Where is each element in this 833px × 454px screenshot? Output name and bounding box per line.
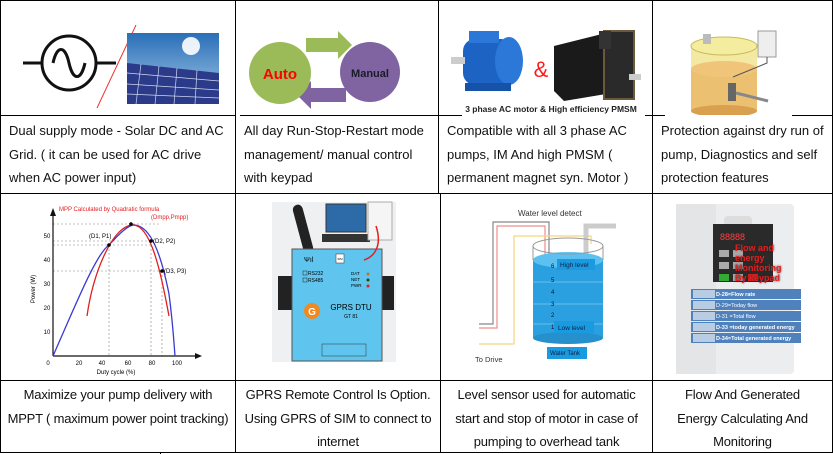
to-drive-label: To Drive: [475, 355, 503, 364]
feature-caption: Dual supply mode - Solar DC and AC Grid.…: [9, 123, 224, 185]
diagram-title: Water level detect: [518, 209, 583, 218]
gprs-dtu-image: Ψıl SIM RS232 RS485 DAT NET PWR G GPRS D…: [236, 194, 440, 380]
level-number: 1: [551, 325, 555, 331]
table-border: [235, 0, 236, 453]
point-label: (D1, P1): [89, 234, 111, 240]
table-border: [0, 193, 833, 194]
signal-icon: Ψıl: [304, 257, 314, 264]
parameter-item: D-34=Total generated energy: [716, 336, 792, 342]
low-level-label: Low level: [558, 325, 586, 332]
dry-run-protection-image: [653, 1, 832, 115]
svg-text:G: G: [308, 307, 316, 318]
y-axis-label: Power (W): [31, 275, 37, 303]
table-border: [792, 115, 833, 116]
parameter-item: D-29=Today flow: [716, 303, 757, 309]
parameter-item: D-28=Flow rate: [716, 292, 755, 298]
point-label: (D2, P2): [153, 239, 175, 245]
level-number: 2: [551, 313, 555, 319]
level-number: 4: [551, 290, 555, 296]
y-tick: 10: [44, 330, 51, 336]
port-label: RS232: [308, 271, 324, 277]
manual-label: Manual: [351, 68, 389, 80]
y-tick: 30: [44, 282, 51, 288]
x-axis-label: Duty cycle (%): [97, 370, 136, 376]
antenna-icon: [292, 204, 314, 254]
auto-label: Auto: [263, 66, 297, 83]
y-tick: 40: [44, 258, 51, 264]
x-tick: 20: [76, 361, 83, 367]
led-label: DAT: [351, 271, 360, 276]
feature-caption: All day Run-Stop-Restart mode management…: [244, 123, 424, 185]
parameter-item: D-31 =Total flow: [716, 314, 756, 320]
vfd-keypad-image: 88888 D-28=Flow rate D-29=Today flow D-3…: [653, 194, 832, 380]
table-border: [0, 380, 833, 381]
feature-caption: Flow And Generated Energy Calculating An…: [677, 387, 808, 449]
led-label: PWR: [351, 283, 362, 288]
led-display: 88888: [720, 232, 745, 242]
level-number: 3: [551, 302, 555, 308]
table-border: [0, 115, 235, 116]
keypad-overlay-text: Flow and energy Monitoring By keypad: [735, 243, 782, 283]
device-model: GT 81: [344, 314, 358, 320]
motors-image: & 3 phase AC motor & High efficiency PMS…: [439, 1, 652, 115]
table-border: [0, 0, 1, 453]
water-level-diagram: Water level detect 6 5 4 3 2 1 High leve…: [441, 194, 652, 380]
table-border: [240, 115, 438, 116]
table-border: [645, 115, 665, 116]
port-label: RS485: [308, 278, 324, 284]
table-border: [0, 452, 833, 453]
pmsm-motor-image: [554, 30, 641, 101]
x-tick: 40: [99, 361, 106, 367]
arrow-right-icon: [306, 31, 352, 59]
level-number: 6: [551, 264, 555, 270]
ac-source-icon: [23, 24, 220, 109]
feature-caption: Protection against dry run of pump, Diag…: [661, 123, 824, 185]
parameter-item: D-33 =today generated energy: [716, 325, 796, 331]
water-tank-label: Water Tank: [550, 351, 581, 357]
table-border: [160, 452, 161, 454]
brand-logo-icon: [304, 303, 320, 319]
arrow-left-icon: [297, 81, 346, 109]
x-tick: 100: [172, 361, 183, 367]
table-border: [440, 193, 441, 453]
feature-caption: Level sensor used for automatic start an…: [455, 387, 638, 449]
mpp-label: (Dmpp,Pmpp): [151, 215, 188, 221]
feature-caption: Maximize your pump delivery with MPPT ( …: [7, 387, 229, 426]
table-border: [438, 0, 439, 193]
ac-motor-image: [451, 31, 523, 91]
device-title: GPRS DTU: [330, 303, 372, 312]
x-tick: 0: [46, 361, 50, 367]
high-level-label: High level: [560, 262, 589, 269]
feature-caption: Compatible with all 3 phase AC pumps, IM…: [447, 123, 629, 185]
feature-caption: GPRS Remote Control Is Option. Using GPR…: [244, 387, 432, 449]
level-number: 5: [551, 278, 555, 284]
led-label: NET: [351, 277, 360, 282]
ampersand: &: [534, 57, 549, 82]
table-border: [0, 0, 833, 1]
sim-label: SIM: [337, 257, 343, 261]
y-tick: 20: [44, 306, 51, 312]
auto-manual-diagram: Auto Manual: [236, 1, 438, 115]
chart-annotation: MPP Calculated by Quadratic formula: [59, 207, 160, 213]
table-border: [652, 0, 653, 453]
table-border: [438, 115, 462, 116]
motors-image-label: 3 phase AC motor & High efficiency PMSM: [465, 104, 637, 114]
y-tick: 50: [44, 234, 51, 240]
ac-solar-image: [1, 1, 235, 115]
x-tick: 60: [125, 361, 132, 367]
x-tick: 80: [149, 361, 156, 367]
mppt-curve-image: MPP Calculated by Quadratic formula (Dmp…: [1, 194, 235, 380]
point-label: (D3, P3): [164, 269, 186, 275]
